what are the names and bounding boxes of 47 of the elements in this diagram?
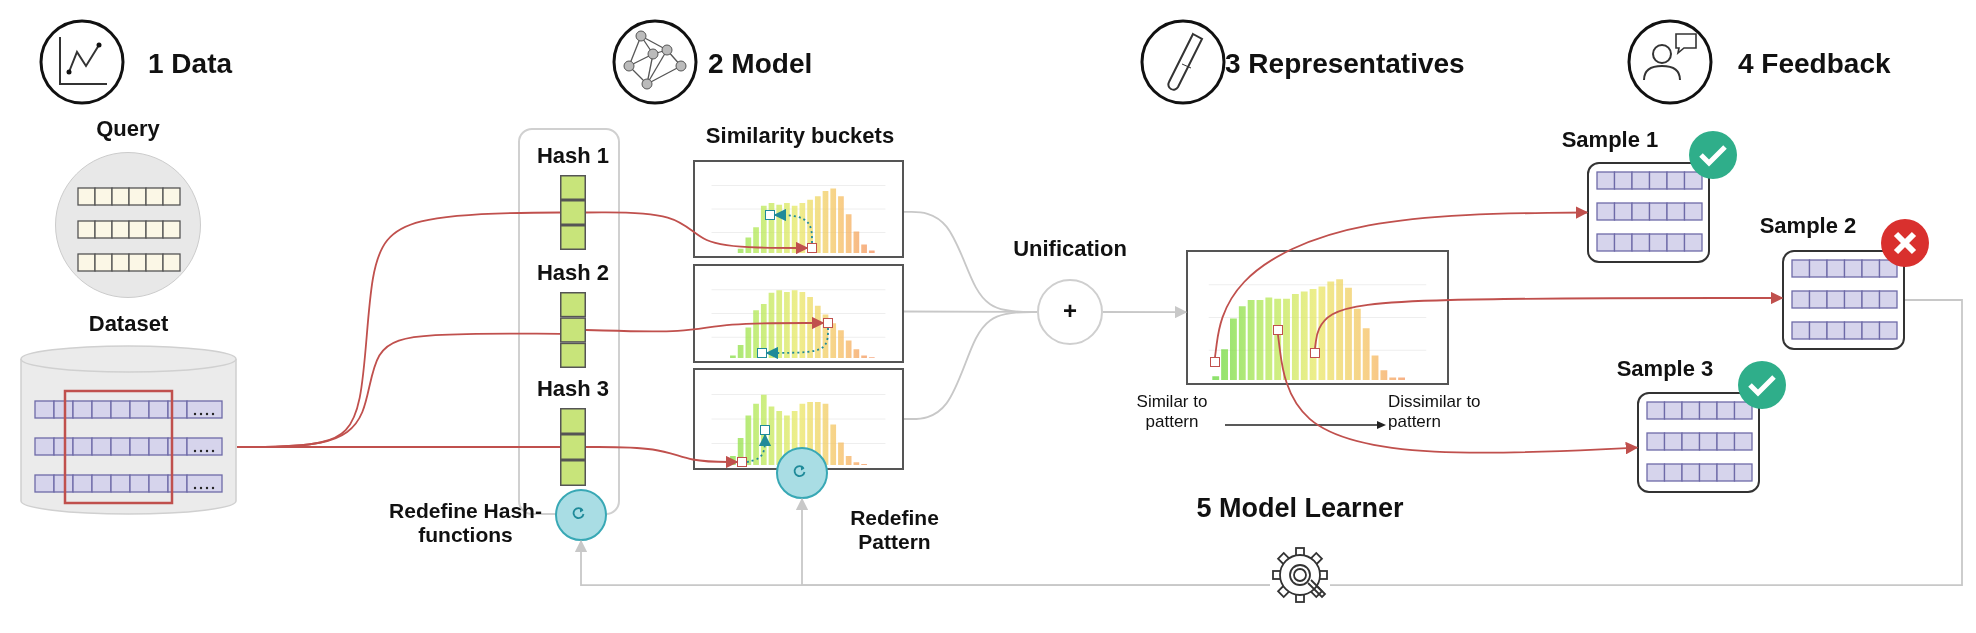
pattern-marker — [760, 425, 770, 435]
node-label: Sample 3 — [1615, 356, 1715, 382]
arrow — [585, 446, 739, 469]
node-label: Sample 1 — [1560, 127, 1660, 153]
axis-label: Similar to pattern — [1135, 392, 1209, 432]
arrow — [765, 327, 829, 360]
histogram-panel — [693, 368, 904, 470]
node-label: Hash 2 — [535, 260, 611, 286]
arrow — [773, 208, 813, 244]
pattern-marker — [737, 457, 747, 467]
node-label: Sample 2 — [1758, 213, 1858, 239]
step-heading: 1 Data — [148, 48, 234, 81]
node-label: Redefine Hash-functions — [388, 499, 543, 548]
arrow — [795, 497, 1271, 587]
histogram-panel — [1186, 250, 1449, 385]
histogram-panel — [693, 264, 904, 363]
node-label: Hash 3 — [535, 376, 611, 402]
arrow — [1102, 305, 1188, 319]
arrow — [746, 433, 772, 463]
node-label: Hash 1 — [535, 143, 611, 169]
group-heading: Similarity buckets — [704, 123, 896, 149]
connector-line — [903, 311, 1038, 420]
step-heading: 3 Representatives — [1225, 48, 1466, 81]
arrow — [585, 316, 825, 333]
connector-line — [1329, 299, 1963, 587]
pattern-marker — [765, 210, 775, 220]
pattern-marker — [823, 318, 833, 328]
node-label: 5 Model Learner — [1195, 493, 1405, 525]
pattern-marker — [1210, 357, 1220, 367]
pattern-marker — [1310, 348, 1320, 358]
node-label: Query — [95, 116, 161, 142]
histogram-panel — [693, 160, 904, 258]
arrow — [1214, 206, 1589, 358]
arrow — [585, 211, 809, 255]
arrow — [1277, 334, 1639, 455]
node-label: Dataset — [87, 311, 170, 337]
axis-label: Dissimilar to pattern — [1388, 392, 1482, 432]
node-label: Unification — [1012, 236, 1128, 262]
arrow — [1314, 291, 1784, 349]
step-heading: 4 Feedback — [1738, 48, 1892, 81]
pattern-marker — [1273, 325, 1283, 335]
pattern-marker — [757, 348, 767, 358]
connector-line — [236, 446, 561, 448]
step-heading: 2 Model — [708, 48, 814, 81]
node-label: Redefine Pattern — [849, 506, 940, 555]
pattern-marker — [807, 243, 817, 253]
symbol-label: + — [1062, 297, 1078, 325]
